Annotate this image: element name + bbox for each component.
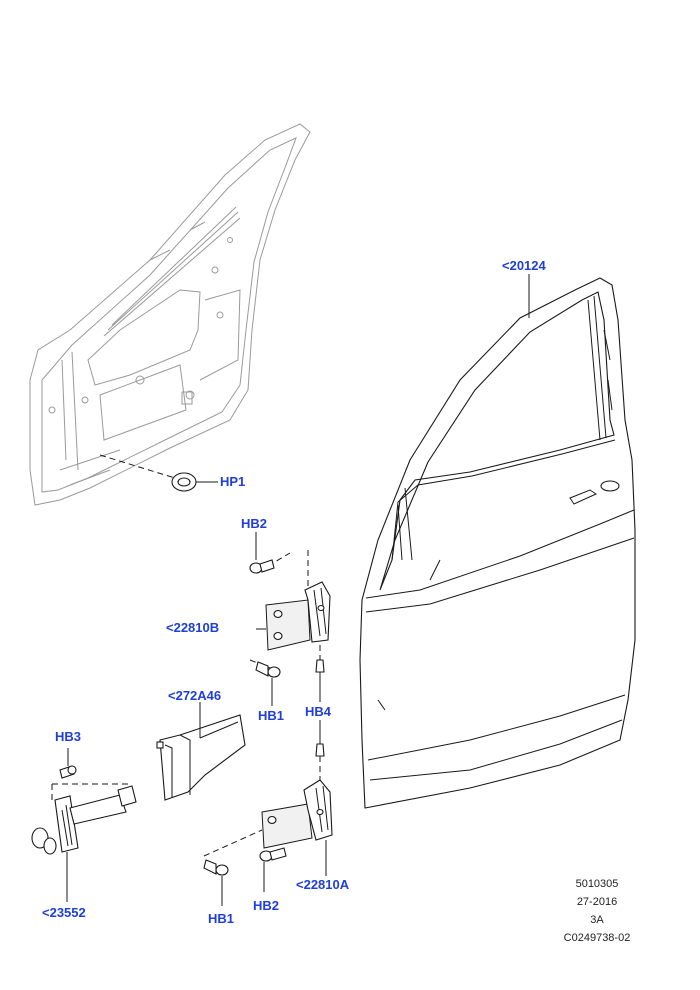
bolt-hb1-mid [255,661,281,678]
reference-code-1: 5010305 [575,878,619,890]
hole-plug [171,472,197,492]
hp1-leader-dash [99,454,176,479]
reference-code-3: 3A [590,914,604,926]
callout-check-strap-cover[interactable]: <272A46 [168,688,222,703]
callout-hb2-bottom[interactable]: HB2 [253,898,280,913]
bolt-hb3 [59,765,77,779]
check-strap-illustration [31,785,137,855]
callout-front-door[interactable]: <20124 [502,258,546,273]
bolt-hb2-top [249,559,275,574]
front-door-illustration [359,277,636,809]
callout-hb3[interactable]: HB3 [55,729,82,744]
reference-code-2: 27-2016 [576,896,618,908]
check-strap-cover-illustration [156,714,246,801]
reference-code-4: C0249738-02 [563,932,631,944]
lower-hinge-illustration [261,779,333,849]
callout-hp1[interactable]: HP1 [220,474,246,489]
callout-lower-hinge[interactable]: <22810A [296,877,350,892]
inner-door-panel-illustration [29,123,311,506]
callout-hb4[interactable]: HB4 [305,704,332,719]
hinge-pin-hb4 [315,659,325,757]
callout-check-strap[interactable]: <23552 [42,905,86,920]
upper-hinge-illustration [265,581,331,651]
bolt-hb1-bottom [203,859,229,876]
callout-hb1-bottom[interactable]: HB1 [208,911,235,926]
bolt-hb2-bottom [259,847,287,862]
callout-hb2-top[interactable]: HB2 [241,516,268,531]
callout-hb1-mid[interactable]: HB1 [258,708,285,723]
callout-upper-hinge[interactable]: <22810B [166,620,220,635]
